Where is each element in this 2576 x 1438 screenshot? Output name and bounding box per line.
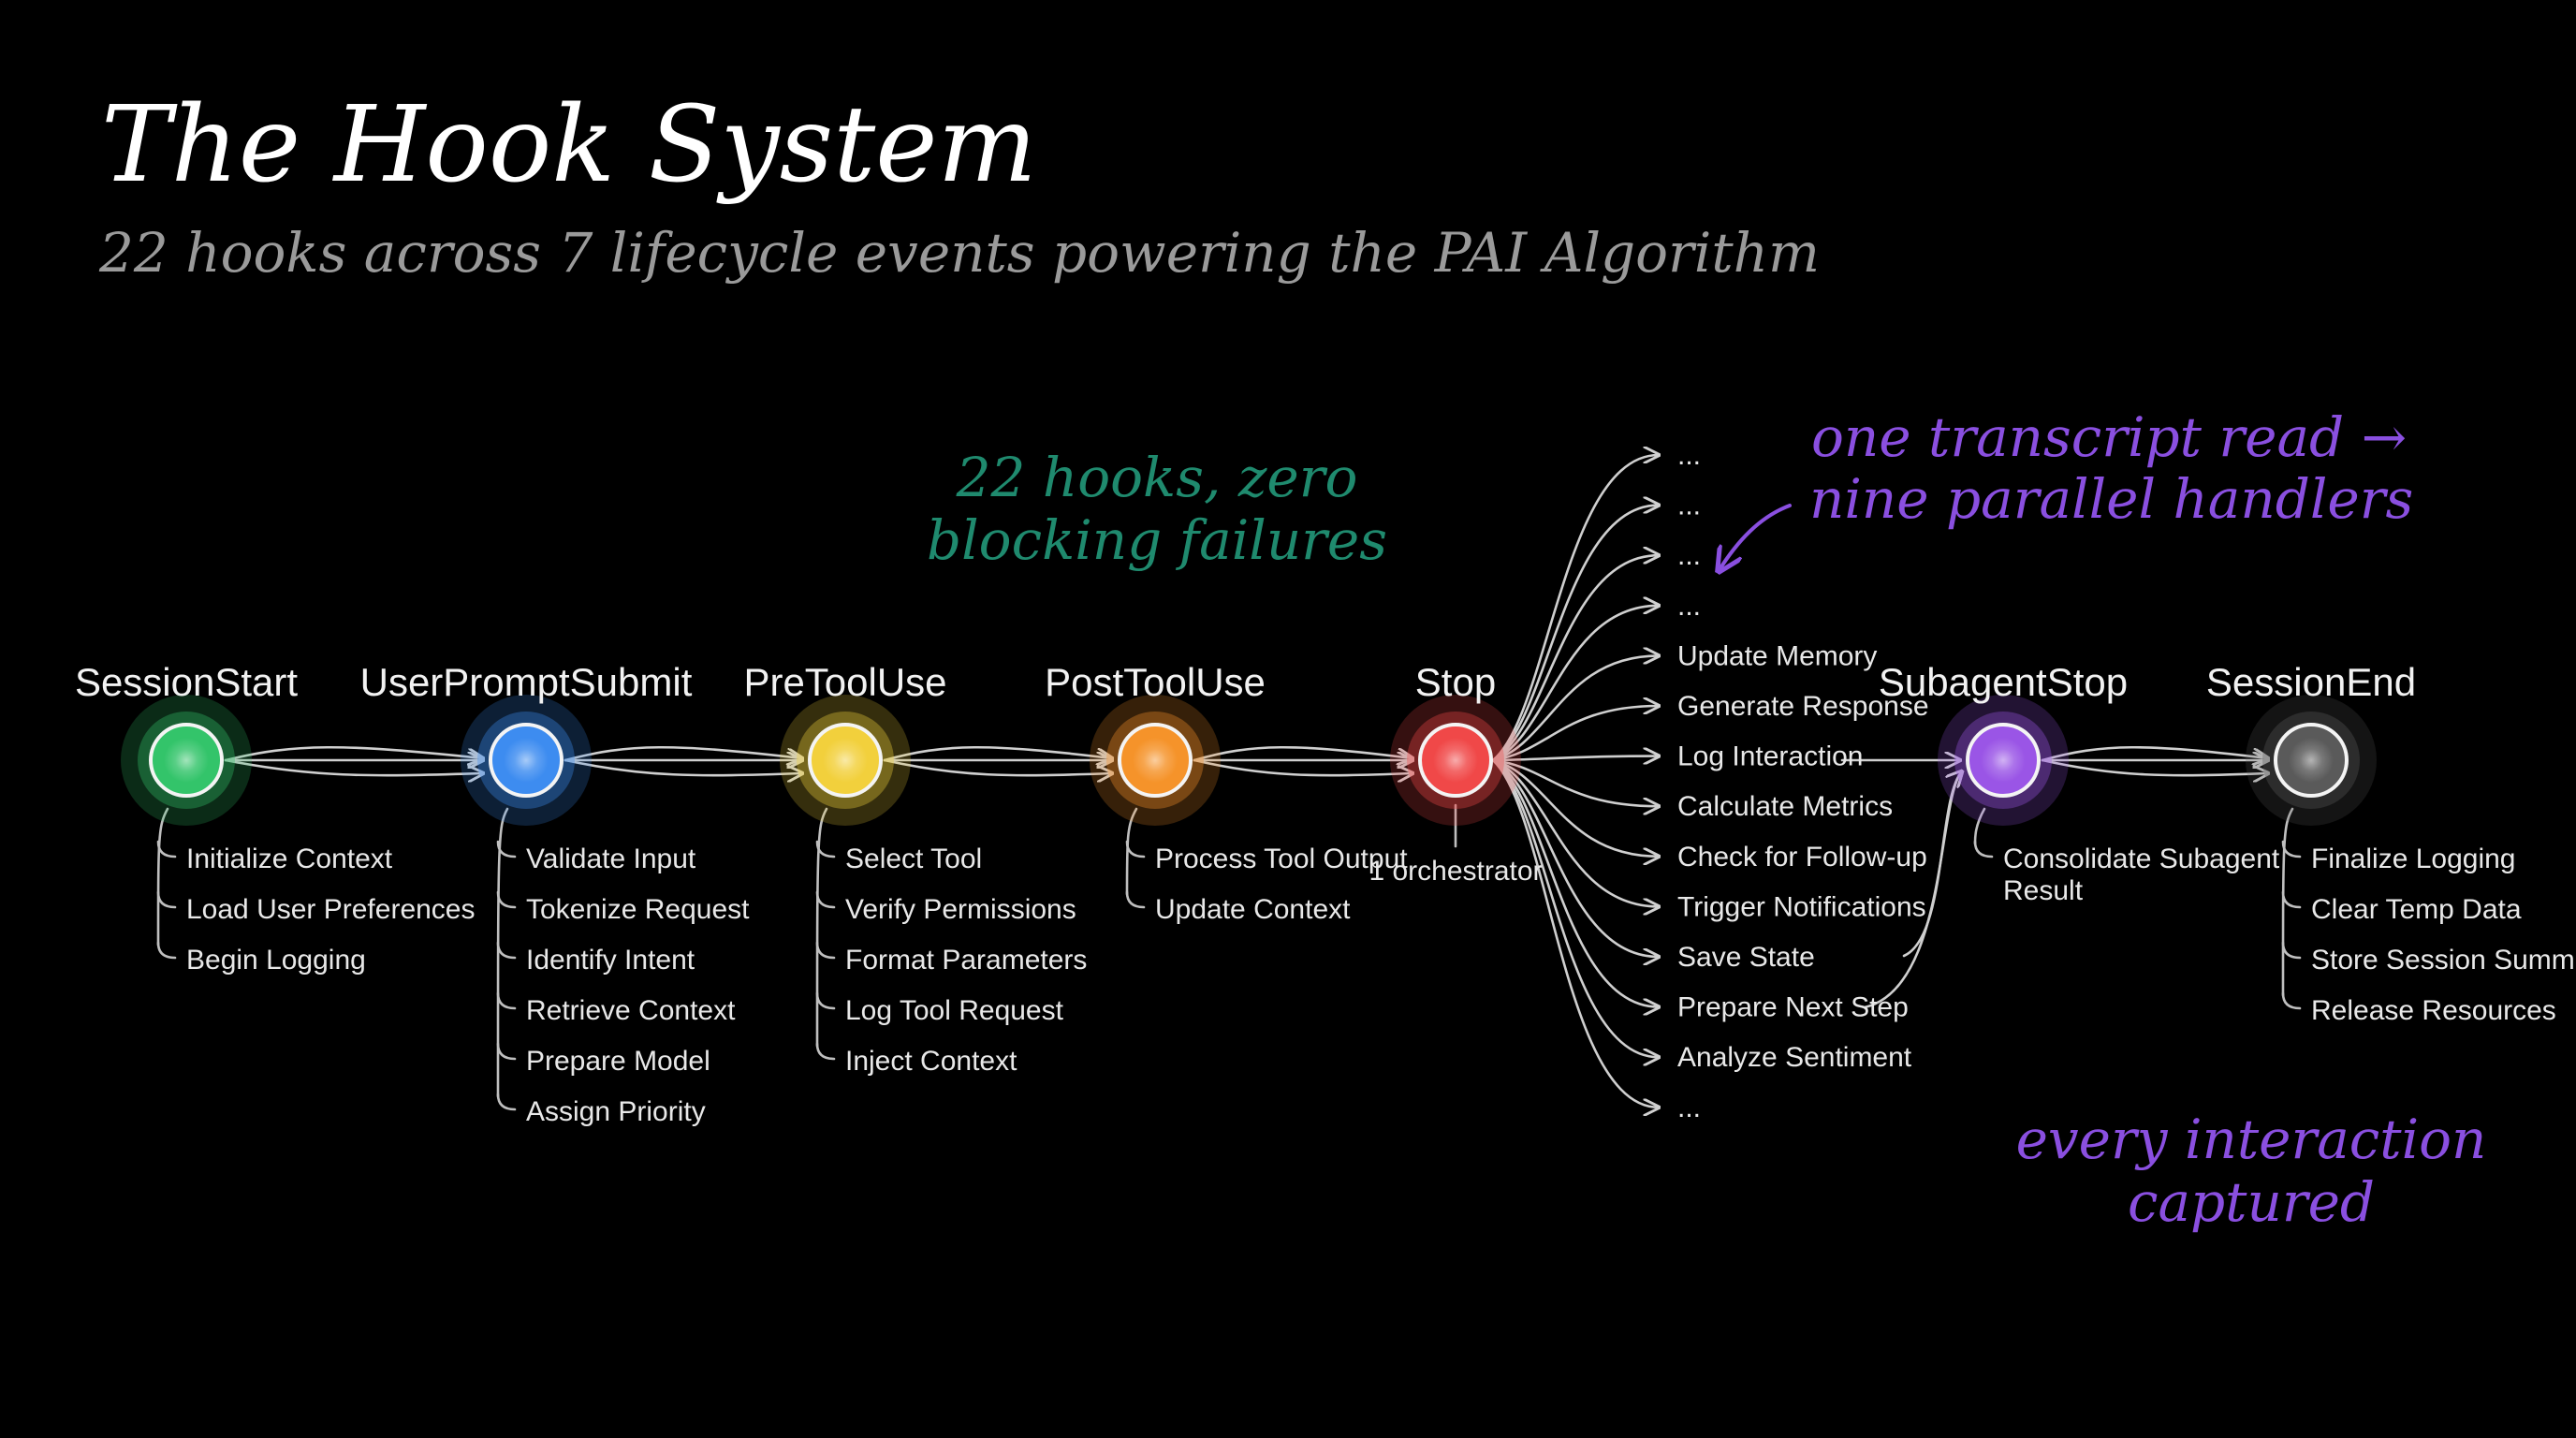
hook-tree-userpromptsubmit [496,807,517,1111]
hook-pretooluse-format-parameters: Format Parameters [845,945,1087,976]
node-pretooluse [780,695,911,826]
hook-tree-sessionend [2281,807,2302,1010]
handler-ellipsis-3: ... [1677,591,1701,622]
handler-trigger-notifications: Trigger Notifications [1677,891,1926,922]
node-stop [1390,695,1521,826]
node-sessionend [2246,695,2377,826]
hook-pretooluse-select-tool: Select Tool [845,844,982,874]
wire-posttooluse-to-stop [1193,745,1412,775]
node-subagentstop [1938,695,2069,826]
node-sessionstart [121,695,252,826]
handler-calculate-metrics: Calculate Metrics [1677,791,1893,822]
stop-parallel-handlers [1491,455,1962,1108]
hook-sessionend-finalize-logging: Finalize Logging [2311,844,2515,874]
hook-sessionstart-load-user-preferences: Load User Preferences [186,894,476,925]
event-label-stop: Stop [1415,660,1496,704]
annotation-parallel-handlers: one transcript read → nine parallel hand… [1719,405,2413,571]
hook-userpromptsubmit-validate-input: Validate Input [526,844,696,874]
annotation-arrow [1719,504,1792,571]
hook-sessionstart-initialize-context: Initialize Context [186,844,393,874]
hook-tree-posttooluse [1125,807,1146,909]
hook-userpromptsubmit-tokenize-request: Tokenize Request [526,894,750,925]
handler-ellipsis-2: ... [1677,540,1701,571]
hook-pretooluse-verify-permissions: Verify Permissions [845,894,1076,925]
page-title: The Hook System [101,84,1037,206]
handler-ellipsis-1: ... [1677,491,1701,521]
hook-sessionstart-begin-logging: Begin Logging [186,945,366,976]
event-label-subagentstop: SubagentStop [1879,660,2128,704]
page-subtitle: 22 hooks across 7 lifecycle events power… [98,221,1820,285]
hook-userpromptsubmit-prepare-model: Prepare Model [526,1046,710,1077]
orchestrator-label: 1 orchestrator [1368,856,1542,887]
event-label-pretooluse: PreToolUse [743,660,946,704]
hook-trees [156,803,2302,1111]
hook-sessionend-clear-temp-data: Clear Temp Data [2311,894,2522,925]
annotation-zero-failures: 22 hooks, zero blocking failures [927,446,1387,572]
wire-pretooluse-to-posttooluse [883,745,1112,775]
handler-ellipsis-0: ... [1677,440,1701,471]
connection-wires [224,455,2268,1108]
handler-log-interaction: Log Interaction [1677,741,1863,772]
annotation-every-interaction-line-2: captured [2128,1170,2375,1234]
node-posttooluse [1090,695,1221,826]
hook-userpromptsubmit-assign-priority: Assign Priority [526,1096,706,1127]
hook-userpromptsubmit-identify-intent: Identify Intent [526,945,695,976]
handler-prepare-next-step: Prepare Next Step [1677,992,1909,1023]
lifecycle-event-nodes [121,695,2377,826]
hook-userpromptsubmit-retrieve-context: Retrieve Context [526,995,736,1026]
node-userpromptsubmit [461,695,592,826]
wire-userpromptsubmit-to-pretooluse [564,745,802,775]
handler-update-memory: Update Memory [1677,640,1877,671]
hook-sessionend-release-resources: Release Resources [2311,995,2556,1026]
annotation-parallel-handlers-line-1: one transcript read → [1811,405,2407,469]
hook-pretooluse-inject-context: Inject Context [845,1046,1017,1077]
handler-ellipsis-13: ... [1677,1093,1701,1123]
hook-tree-sessionstart [156,807,177,960]
hook-subagentstop-result: Result [2003,875,2084,906]
hook-posttooluse-update-context: Update Context [1155,894,1351,925]
handler-check-for-follow-up: Check for Follow-up [1677,842,1927,873]
annotation-every-interaction: every interaction captured [2016,1108,2487,1234]
annotation-parallel-handlers-line-2: nine parallel handlers [1809,467,2413,531]
wire-sessionstart-to-userpromptsubmit [224,745,483,775]
event-label-sessionend: SessionEnd [2206,660,2416,704]
handler-analyze-sentiment: Analyze Sentiment [1677,1042,1912,1073]
hook-tree-subagentstop [1973,807,1994,858]
annotation-zero-failures-line-1: 22 hooks, zero [956,446,1358,509]
event-label-sessionstart: SessionStart [75,660,298,704]
event-label-userpromptsubmit: UserPromptSubmit [360,660,693,704]
annotation-every-interaction-line-1: every interaction [2016,1108,2487,1171]
event-label-posttooluse: PostToolUse [1045,660,1266,704]
hook-tree-pretooluse [815,807,836,1061]
hook-subagentstop-consolidate-subagent: Consolidate Subagent [2003,844,2280,874]
hook-pretooluse-log-tool-request: Log Tool Request [845,995,1064,1026]
hook-posttooluse-process-tool-output: Process Tool Output [1155,844,1408,874]
handler-save-state: Save State [1677,942,1815,973]
wire-subagentstop-to-sessionend [2041,745,2268,775]
hook-sessionend-store-session-summary: Store Session Summary [2311,945,2576,976]
annotation-zero-failures-line-2: blocking failures [927,508,1387,572]
handler-generate-response: Generate Response [1677,691,1929,722]
